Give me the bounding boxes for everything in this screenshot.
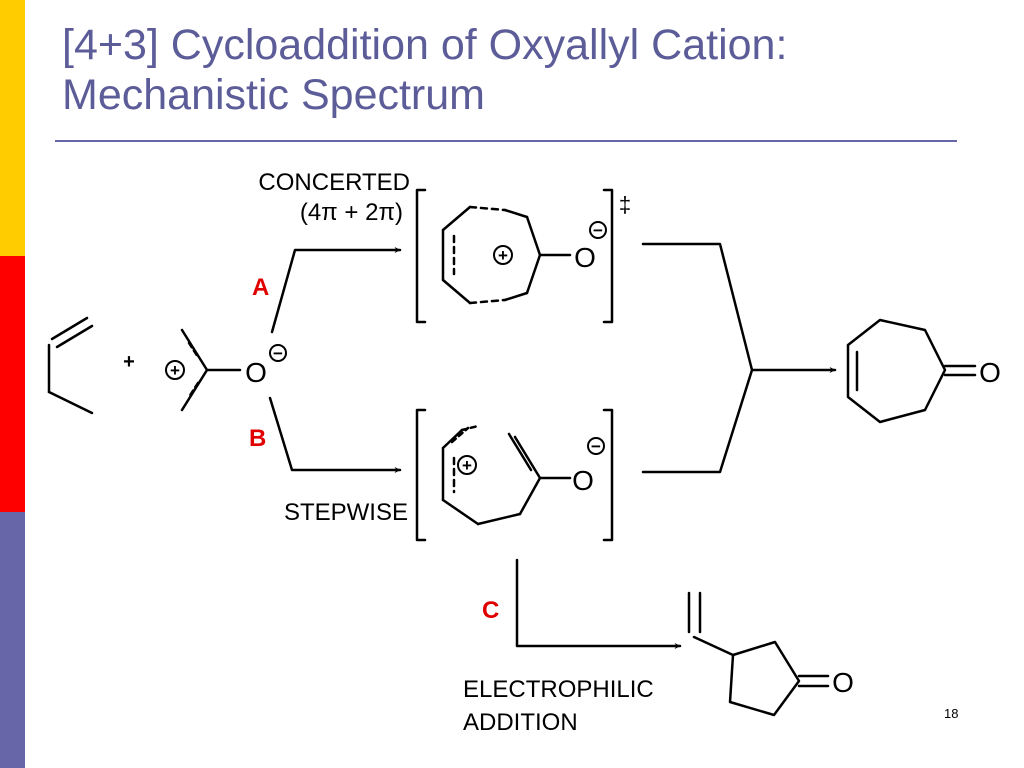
intermediate-plus-charge: + [462,456,472,475]
cycloheptenone-structure [846,318,977,424]
ts-minus-charge: − [593,221,603,240]
stepwise-label: STEPWISE [284,499,408,526]
accent-bar-purple [0,512,25,768]
intermediate-minus-charge: − [591,437,601,456]
oxyallyl-cation-structure [165,328,287,412]
cyclopentanone-oxygen: O [832,667,854,698]
ts-plus-charge: + [498,246,508,265]
path-a-label: A [252,274,269,301]
intermediate-oxygen: O [572,465,594,496]
stepwise-intermediate-bracket [415,408,614,542]
vinylcyclopentanone-structure [687,591,830,717]
cycloheptenone-oxygen: O [979,357,1001,388]
branch-path-c [515,558,682,649]
transition-state-bracket [415,188,614,324]
accent-bar-red [0,256,25,512]
accent-bar-yellow [0,0,25,256]
oxyallyl-oxygen: O [245,357,267,388]
reactant-plus-sign: + [123,351,135,373]
concerted-subtitle: (4π + 2π) [300,199,403,226]
title-line-2: Mechanistic Spectrum [62,71,485,119]
double-dagger-symbol: ‡ [619,192,631,217]
oxyallyl-plus-charge: + [170,361,180,380]
slide-title: [4+3] Cycloaddition of Oxyallyl Cation: … [62,20,1002,120]
title-line-1: [4+3] Cycloaddition of Oxyallyl Cation: [62,21,788,69]
path-b-label: B [249,425,266,452]
title-underline [55,140,957,142]
concerted-label: CONCERTED [258,169,410,196]
electrophilic-label-line2: ADDITION [463,709,578,736]
butadiene-structure [47,316,94,415]
ts-oxygen: O [574,242,596,273]
page-number: 18 [944,706,959,721]
electrophilic-label-line1: ELECTROPHILIC [463,676,654,703]
branch-path-b [268,396,402,473]
converging-arrow [641,242,837,474]
oxyallyl-minus-charge: − [273,344,283,363]
path-c-label: C [482,597,499,624]
branch-path-a [270,247,402,334]
